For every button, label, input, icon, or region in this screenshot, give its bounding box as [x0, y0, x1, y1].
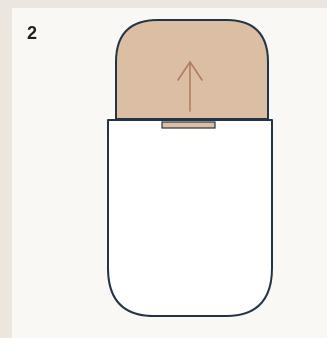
pull-tab [162, 122, 215, 128]
pouch-body [108, 120, 272, 316]
insert-card [116, 20, 268, 119]
